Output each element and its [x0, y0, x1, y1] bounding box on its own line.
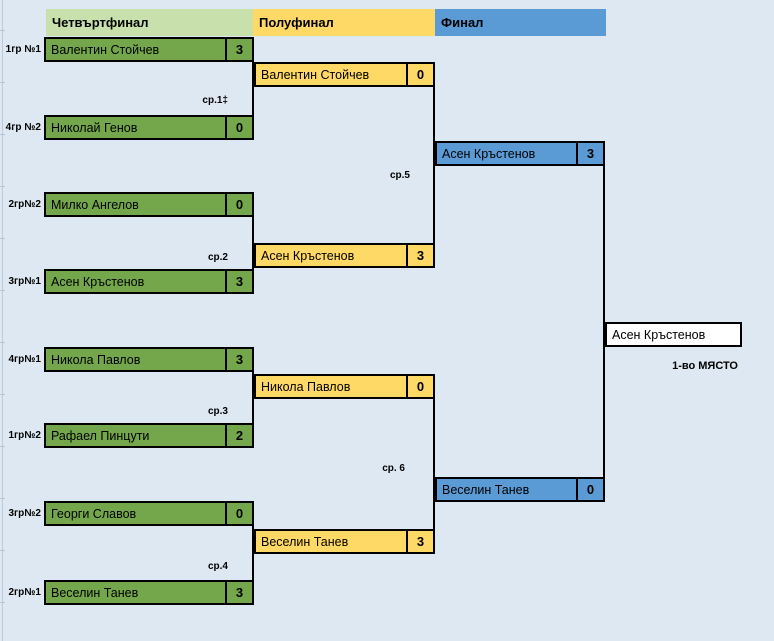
gridline-tick [0, 342, 5, 343]
semifinal-player-box: Никола Павлов 0 [254, 374, 435, 399]
gridline-tick [0, 446, 5, 447]
seed-label: 2гр№1 [8, 587, 41, 598]
semifinal-player-box: Валентин Стойчев 0 [254, 62, 435, 87]
winner-name: Асен Кръстенов [612, 327, 706, 342]
player-name: Веселин Танев [51, 585, 139, 600]
quarterfinal-player-box: Милко Ангелов 0 [44, 192, 254, 217]
match-label-3: ср.3 [207, 406, 228, 417]
player-name: Георги Славов [51, 506, 137, 521]
gridline-tick [0, 602, 5, 603]
semifinal-player-box: Асен Кръстенов 3 [254, 243, 435, 268]
semifinal-player-box: Веселин Танев 3 [254, 529, 435, 554]
player-name: Милко Ангелов [51, 197, 139, 212]
player-score: 0 [406, 64, 433, 85]
player-score: 3 [406, 245, 433, 266]
player-name: Асен Кръстенов [51, 274, 145, 289]
gridline-tick [0, 290, 5, 291]
header-final: Финал [435, 9, 606, 36]
player-score: 0 [576, 479, 603, 500]
bracket-connector [252, 60, 254, 117]
match-label-6: ср. 6 [382, 463, 405, 474]
quarterfinal-player-box: Николай Генов 0 [44, 115, 254, 140]
gridline-tick [0, 238, 5, 239]
player-name: Рафаел Пинцути [51, 428, 150, 443]
match-label-2: ср.2 [207, 252, 228, 263]
bracket-connector [433, 397, 435, 531]
gridline-tick [0, 550, 5, 551]
final-player-box: Веселин Танев 0 [435, 477, 605, 502]
player-score: 3 [406, 531, 433, 552]
player-name: Асен Кръстенов [442, 146, 536, 161]
bracket-connector [603, 165, 605, 479]
gridline-tick [0, 82, 5, 83]
player-name: Веселин Танев [442, 482, 530, 497]
quarterfinal-player-box: Рафаел Пинцути 2 [44, 423, 254, 448]
final-player-box: Асен Кръстенов 3 [435, 141, 605, 166]
match-label-4: ср.4 [207, 561, 228, 572]
gridline-tick [0, 498, 5, 499]
seed-label: 4гр №2 [5, 122, 41, 133]
gridline-tick [0, 186, 5, 187]
quarterfinal-player-box: Никола Павлов 3 [44, 347, 254, 372]
player-name: Николай Генов [51, 120, 138, 135]
player-name: Асен Кръстенов [261, 248, 355, 263]
player-score: 0 [225, 503, 252, 524]
bracket-connector [433, 85, 435, 245]
player-score: 3 [576, 143, 603, 164]
seed-label: 3гр№1 [8, 276, 41, 287]
gridline-tick [0, 30, 5, 31]
player-score: 2 [225, 425, 252, 446]
bracket-connector [252, 215, 254, 271]
seed-label: 1гр№2 [8, 430, 41, 441]
bracket-connector [252, 370, 254, 425]
player-name: Веселин Танев [261, 534, 349, 549]
player-score: 3 [225, 349, 252, 370]
header-quarterfinal: Четвъртфинал [46, 9, 253, 36]
player-name: Никола Павлов [261, 379, 351, 394]
player-name: Валентин Стойчев [261, 67, 370, 82]
player-score: 0 [225, 194, 252, 215]
match-label-1: ср.1‡ [202, 95, 228, 106]
gridline-tick [0, 134, 5, 135]
bracket-connector [252, 524, 254, 582]
winner-title: 1-во МЯСТО [672, 360, 738, 372]
gridline-tick [0, 394, 5, 395]
winner-box: Асен Кръстенов [605, 322, 742, 347]
quarterfinal-player-box: Веселин Танев 3 [44, 580, 254, 605]
quarterfinal-player-box: Валентин Стойчев 3 [44, 37, 254, 62]
seed-label: 1гр №1 [5, 44, 41, 55]
player-name: Валентин Стойчев [51, 42, 160, 57]
quarterfinal-player-box: Асен Кръстенов 3 [44, 269, 254, 294]
match-label-5: ср.5 [389, 170, 410, 181]
seed-label: 2гр№2 [8, 199, 41, 210]
player-name: Никола Павлов [51, 352, 141, 367]
player-score: 0 [225, 117, 252, 138]
seed-label: 3гр№2 [8, 508, 41, 519]
player-score: 0 [406, 376, 433, 397]
header-semifinal: Полуфинал [253, 9, 435, 36]
seed-label: 4гр№1 [8, 354, 41, 365]
gridline-vertical [2, 0, 3, 641]
player-score: 3 [225, 39, 252, 60]
player-score: 3 [225, 582, 252, 603]
player-score: 3 [225, 271, 252, 292]
quarterfinal-player-box: Георги Славов 0 [44, 501, 254, 526]
